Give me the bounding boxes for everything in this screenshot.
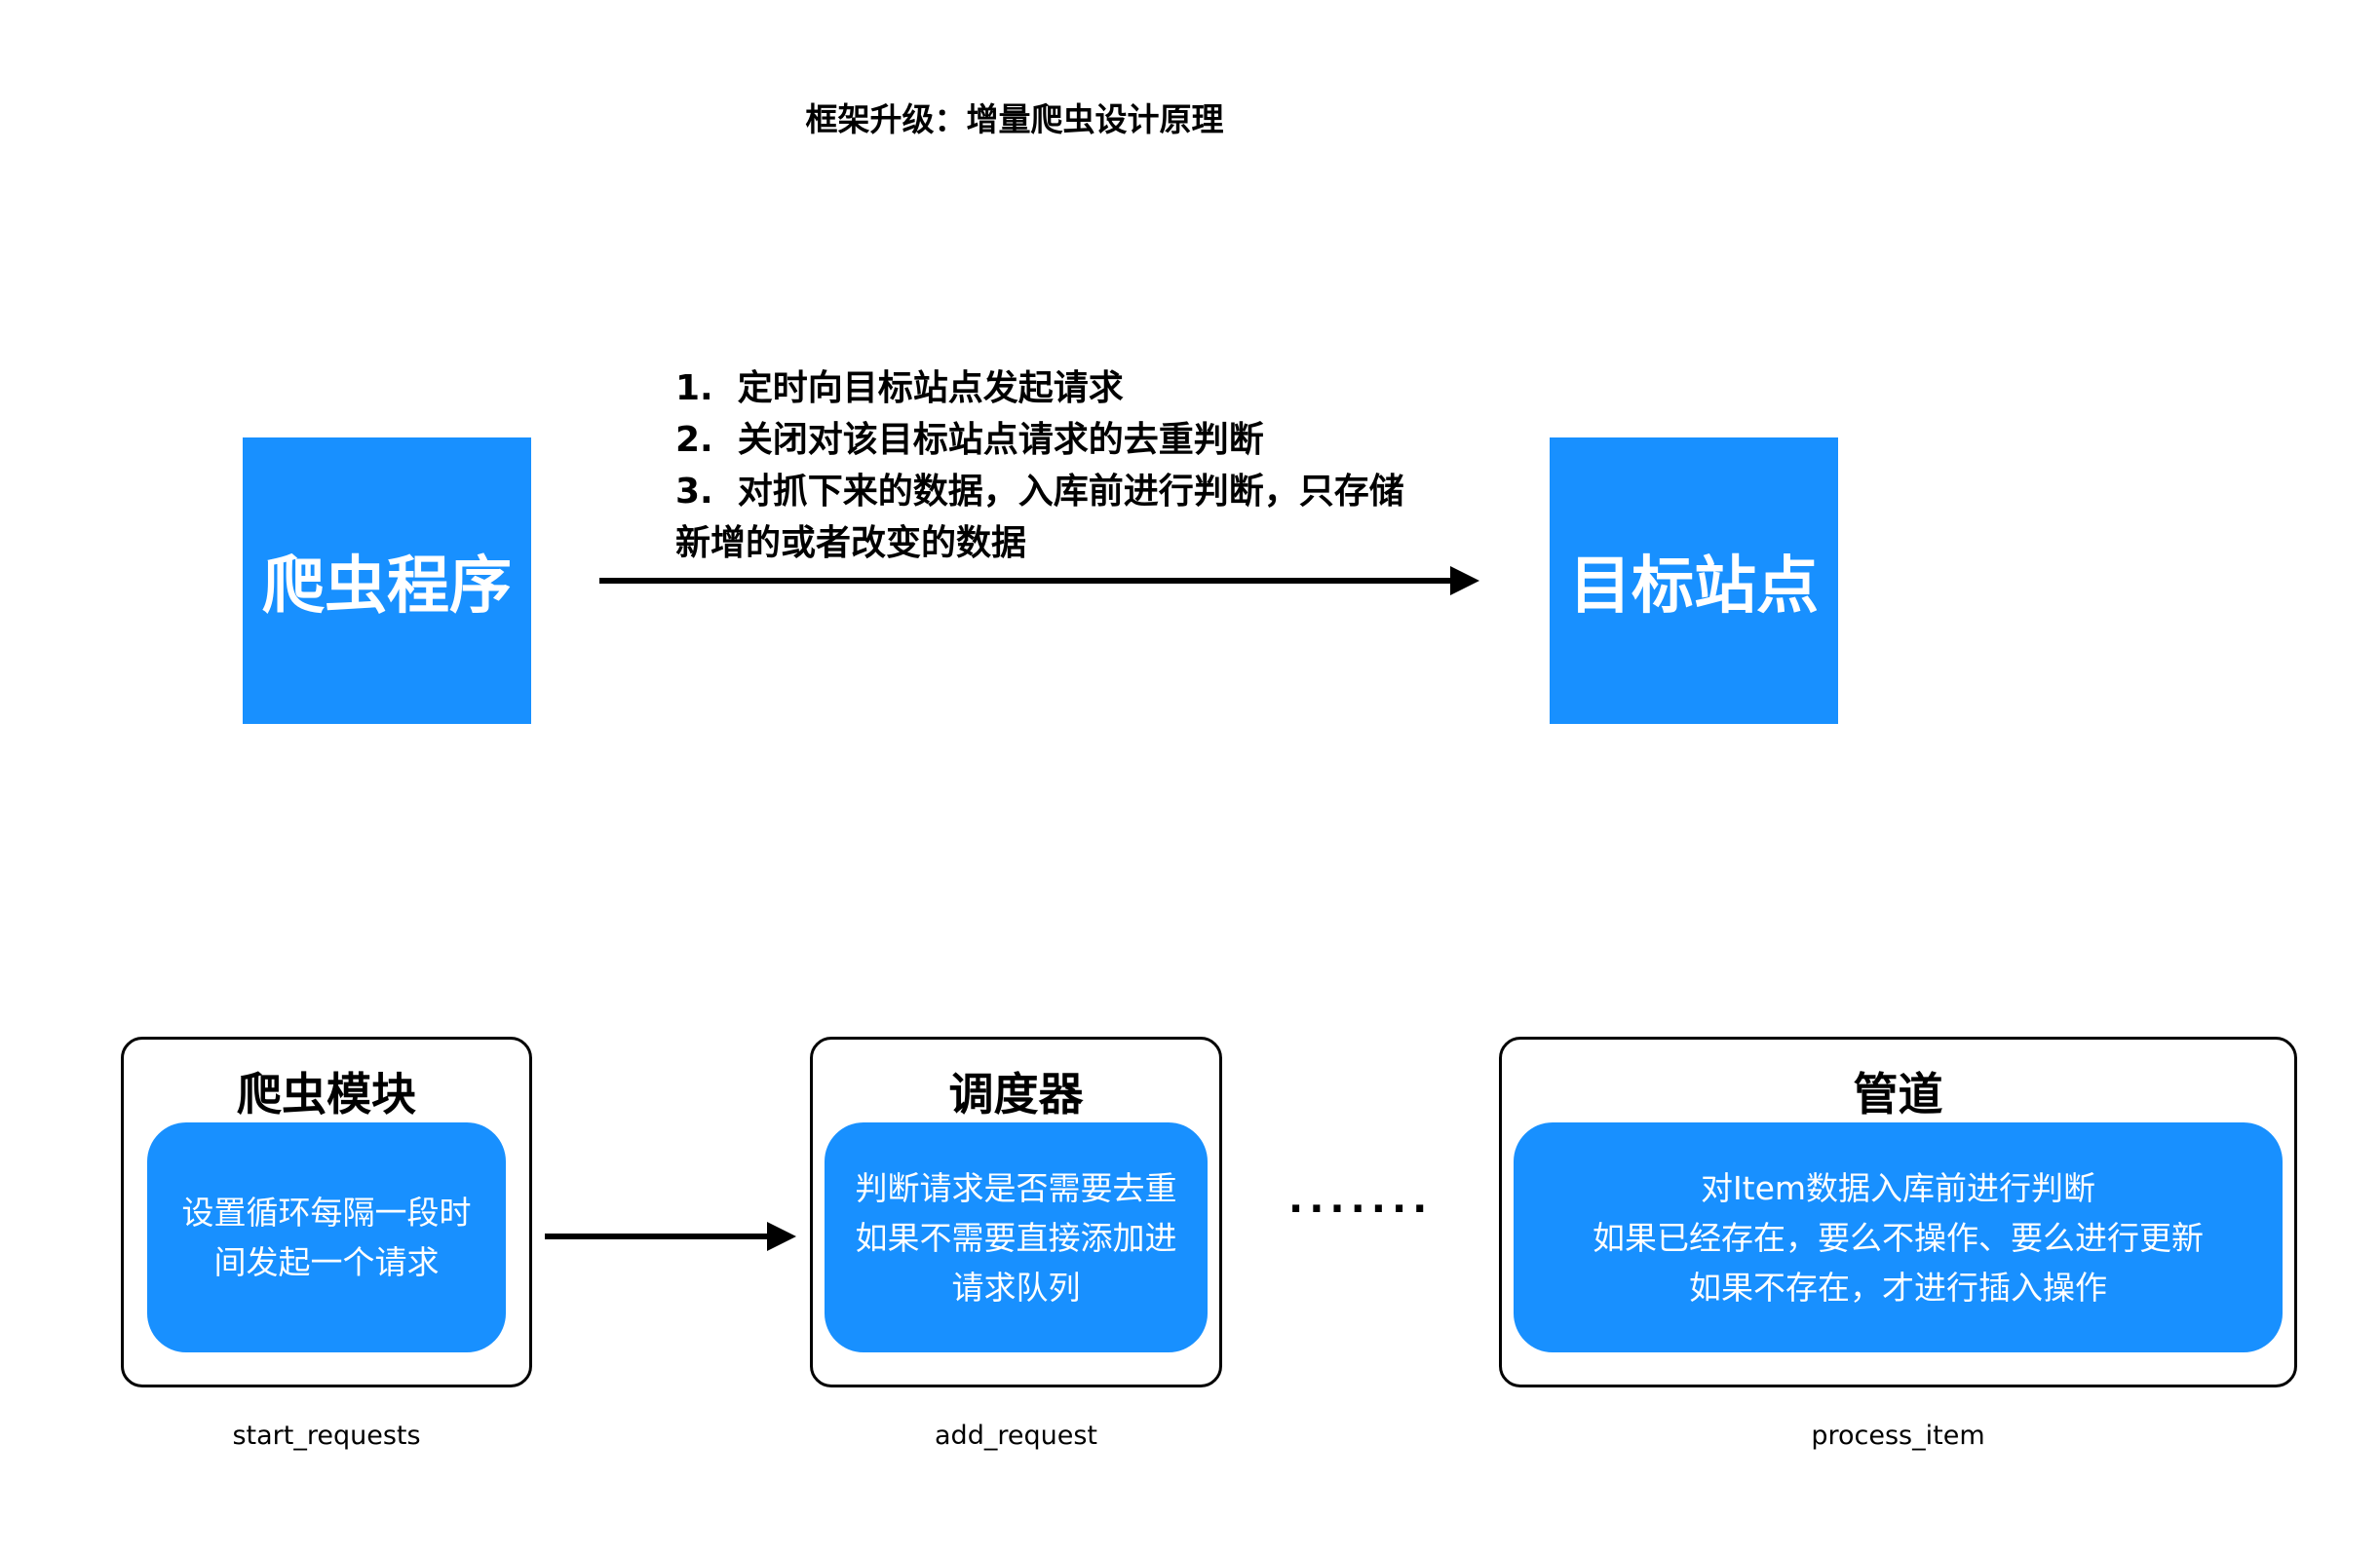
module-spider: 爬虫模块 设置循环每隔一段时 间发起一个请求: [121, 1037, 532, 1387]
module-scheduler: 调度器 判断请求是否需要去重 如果不需要直接添加进 请求队列: [810, 1037, 1222, 1387]
module-title: 爬虫模块: [237, 1068, 416, 1120]
flow-arrow: [545, 1222, 796, 1251]
steps-list: 1. 定时向目标站点发起请求 2. 关闭对该目标站点请求的去重判断 3. 对抓下…: [675, 368, 1404, 563]
target-site-box: 目标站点: [1550, 437, 1838, 724]
module-pipeline: 管道 对Item数据入库前进行判断 如果已经存在，要么不操作、要么进行更新 如果…: [1499, 1037, 2297, 1387]
module-description: 判断请求是否需要去重 如果不需要直接添加进 请求队列: [825, 1122, 1208, 1352]
crawler-program-box: 爬虫程序: [243, 437, 531, 724]
method-label: add_request: [935, 1421, 1097, 1451]
method-label: process_item: [1811, 1421, 1985, 1451]
ellipsis: ·······: [1288, 1187, 1434, 1232]
module-title: 调度器: [948, 1068, 1084, 1120]
module-description: 对Item数据入库前进行判断 如果已经存在，要么不操作、要么进行更新 如果不存在…: [1514, 1122, 2283, 1352]
diagram-title: 框架升级：增量爬虫设计原理: [805, 100, 1224, 138]
module-title: 管道: [1853, 1068, 1943, 1120]
request-arrow: [599, 566, 1479, 595]
module-description: 设置循环每隔一段时 间发起一个请求: [147, 1122, 506, 1352]
method-label: start_requests: [232, 1421, 421, 1451]
